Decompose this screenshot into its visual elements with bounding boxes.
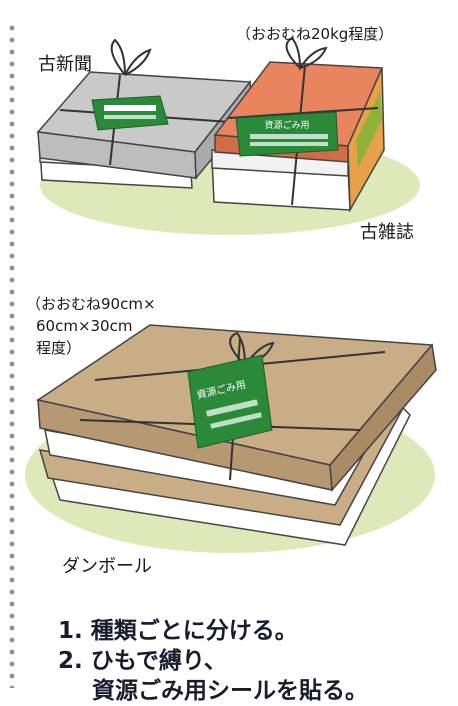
instruction-step-1: 1. 種類ごとに分ける。 [58, 618, 298, 644]
instruction-step-2-continued: 資源ごみ用シールを貼る。 [92, 678, 368, 704]
weight-note: （おおむね20kg程度） [236, 25, 394, 43]
dotted-border [8, 22, 16, 688]
size-note-line2: 60cm×30cm [36, 317, 133, 335]
instructions: 1. 種類ごとに分ける。 2. ひもで縛り、 資源ごみ用シールを貼る。 [58, 616, 368, 706]
cardboard-bundle: 資源ごみ用 [36, 324, 437, 546]
instruction-step-2: 2. ひもで縛り、 [58, 648, 227, 674]
size-note-line1: （おおむね90cm× [26, 295, 156, 313]
size-note-line3: 程度） [36, 339, 82, 357]
cardboard-label: ダンボール [62, 556, 152, 577]
newspaper-label: 古新聞 [38, 54, 92, 75]
magazine-label: 古雑誌 [360, 222, 414, 243]
magazine-bundle: 資源ごみ用 [211, 36, 385, 213]
magazine-sticker-title: 資源ごみ用 [264, 119, 309, 131]
